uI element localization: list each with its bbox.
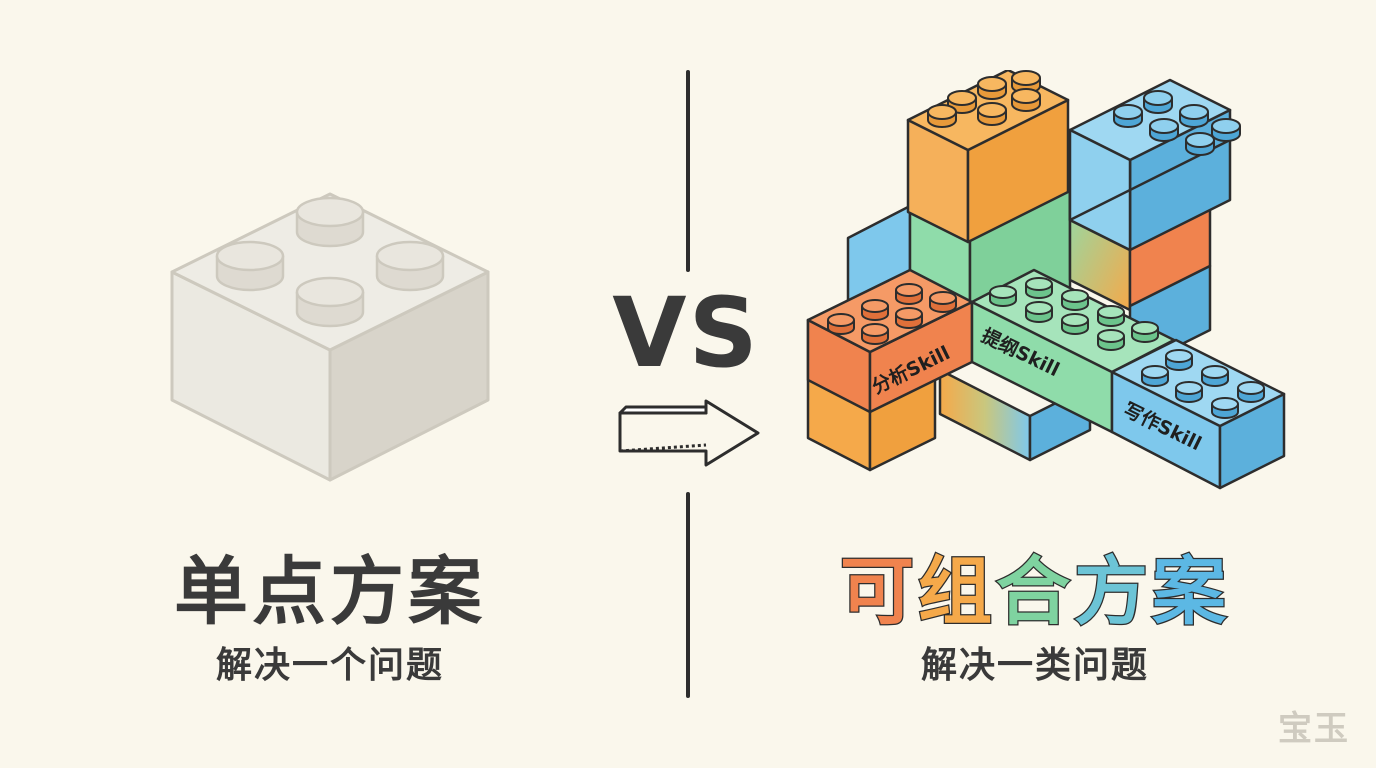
title-char-1: 可	[839, 549, 918, 635]
title-char-5: 案	[1151, 549, 1230, 635]
single-solution-subtitle: 解决一个问题	[215, 645, 444, 686]
single-solution-title: 单点方案	[174, 549, 486, 635]
vs-label: VS	[612, 277, 760, 389]
divider-line-bottom	[686, 492, 690, 698]
title-char-3: 合	[995, 549, 1074, 635]
brick-studs	[215, 196, 445, 328]
arrow-right-icon	[618, 399, 760, 467]
author-watermark: 宝玉	[1278, 709, 1350, 749]
composable-solution-subtitle: 解决一类问题	[920, 645, 1149, 686]
composed-lego-cluster-illustration: 分析Skill 提纲Skill 写作Skill	[806, 70, 1286, 490]
composable-solution-title: 可组合方案	[800, 549, 1270, 635]
single-lego-brick-illustration	[170, 192, 490, 482]
title-char-2: 组	[917, 549, 996, 635]
divider-line-top	[686, 70, 690, 272]
title-char-4: 方	[1073, 549, 1152, 635]
